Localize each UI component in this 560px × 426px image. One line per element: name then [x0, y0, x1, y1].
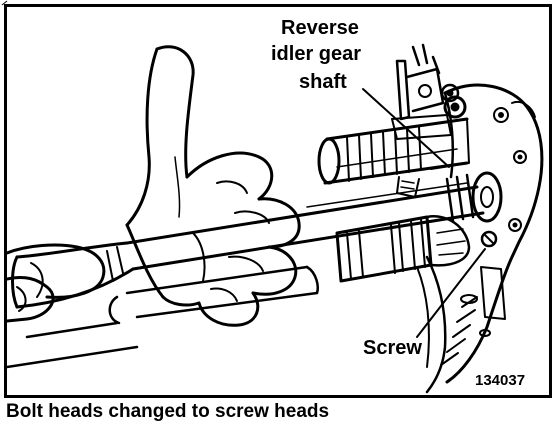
- transmission-case: [416, 83, 544, 394]
- diagram-frame: Reverse idler gear shaft Screw 134037: [4, 4, 552, 398]
- callout-reverse: Reverse: [279, 17, 361, 39]
- illustration: [7, 43, 544, 394]
- mounting-bracket: [391, 43, 467, 140]
- figure-number: 134037: [475, 372, 526, 389]
- callout-screw: Screw: [363, 337, 422, 359]
- leader-line-idler-shaft: [362, 88, 450, 168]
- corner-tick-mark: [1, 0, 8, 6]
- leader-lines: [362, 88, 486, 338]
- figure-caption: Bolt heads changed to screw heads: [6, 401, 330, 422]
- callout-shaft: shaft: [297, 71, 349, 93]
- hand: [7, 45, 301, 327]
- leader-line-screw: [416, 248, 486, 338]
- ratchet-extension: [7, 171, 503, 369]
- callout-idler-gear: idler gear: [269, 43, 364, 65]
- reverse-idler-gear-shaft: [317, 117, 470, 198]
